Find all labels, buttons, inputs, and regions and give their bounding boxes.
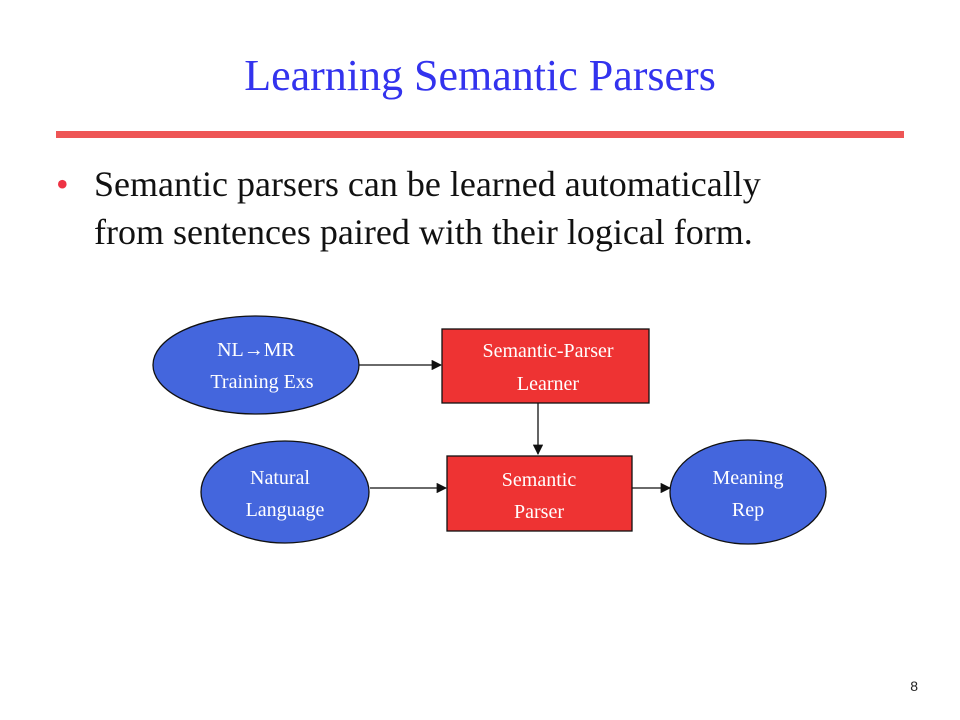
bullet-text: Semantic parsers can be learned automati…	[94, 160, 936, 256]
title-underline	[56, 131, 904, 138]
natural-label-line2: Language	[246, 499, 325, 521]
parser-label-line1: Semantic	[502, 469, 577, 491]
bullet-marker: •	[56, 164, 69, 204]
learner-label-line2: Learner	[517, 373, 580, 395]
parser-box	[446, 455, 633, 532]
meaning-ellipse	[669, 439, 827, 545]
training-ellipse	[152, 315, 360, 415]
bullet-line-1: Semantic parsers can be learned automati…	[94, 164, 761, 204]
slide-number: 8	[910, 678, 918, 694]
training-label-line2: Training Exs	[210, 371, 313, 393]
node-training-examples: NL→MR Training Exs	[152, 315, 360, 415]
learner-box	[441, 328, 650, 404]
node-semantic-parser-learner: Semantic-Parser Learner	[441, 328, 650, 404]
node-semantic-parser: Semantic Parser	[446, 455, 633, 532]
meaning-label-line2: Rep	[732, 499, 764, 521]
meaning-label-line1: Meaning	[712, 467, 783, 489]
training-label-line1: NL→MR	[217, 339, 295, 361]
node-meaning-rep: Meaning Rep	[669, 439, 827, 545]
parser-label-line2: Parser	[514, 501, 564, 523]
natural-ellipse	[200, 440, 370, 544]
bullet-line-2: from sentences paired with their logical…	[94, 212, 753, 252]
node-natural-language: Natural Language	[200, 440, 370, 544]
learner-label-line1: Semantic-Parser	[482, 340, 613, 362]
natural-label-line1: Natural	[250, 467, 310, 489]
slide-title: Learning Semantic Parsers	[244, 51, 716, 100]
